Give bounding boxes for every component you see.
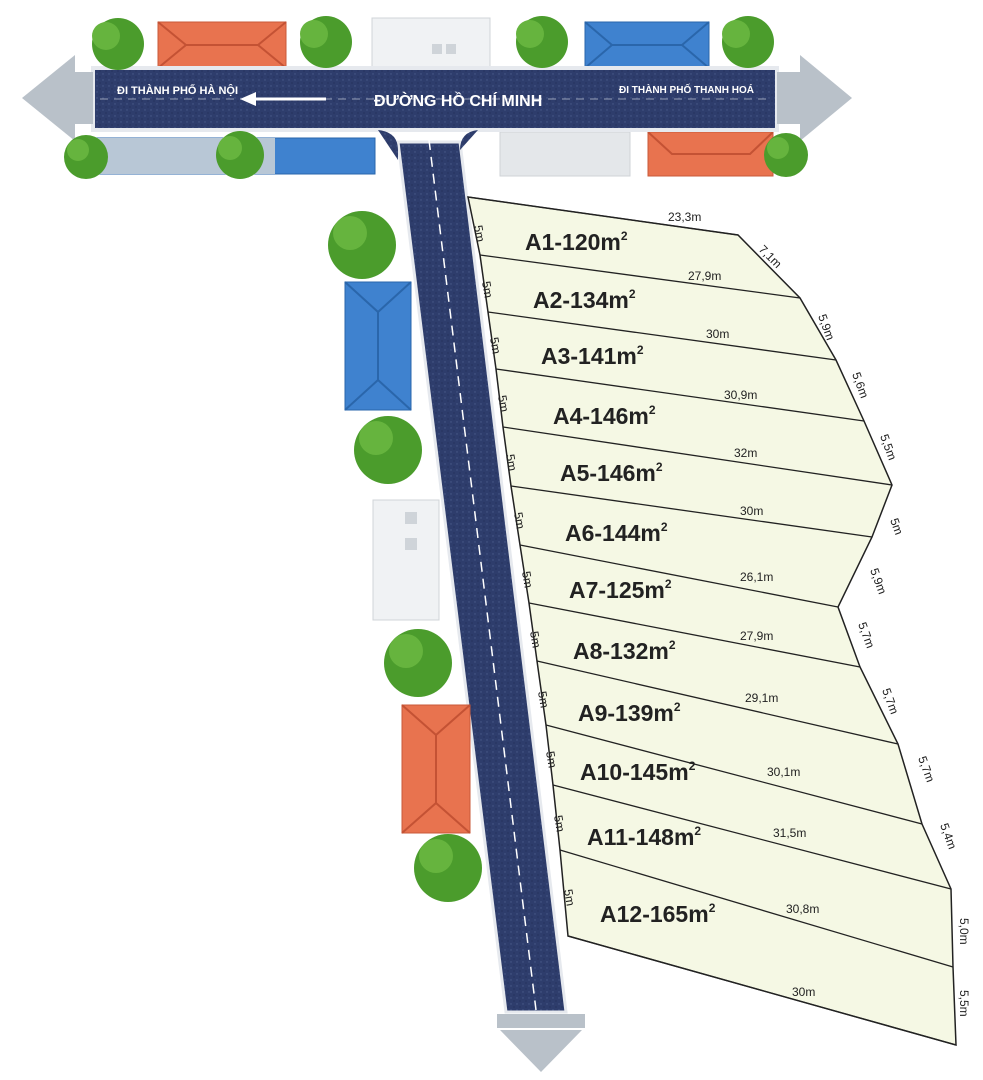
tree-icon [354,416,422,484]
lot-label-a12: A12-165m2 [600,901,716,927]
lot-bottom-edge: 30m [792,985,815,999]
lot-label-a9: A9-139m2 [578,700,681,726]
lot-front-a10: 5m [543,750,560,769]
lot-divider [502,426,893,486]
lot-front-a7: 5m [519,570,536,589]
lot-divider [559,849,954,968]
lot-depth-a1: 23,3m [668,210,701,224]
direction-arrow-icon [240,92,256,106]
lot-back-a12: 5,5m [957,990,971,1017]
lot-divider [467,196,739,236]
lot-divider [528,602,861,668]
lot-depth-a7: 26,1m [740,570,773,584]
tree-icon [722,16,774,68]
lot-divider [487,311,837,361]
buildings-side [344,281,471,834]
lot-label-a10: A10-145m2 [580,759,696,785]
arrow-down-icon [500,1030,582,1072]
tree-icon [216,131,264,179]
lot-front-a2: 5m [479,280,496,299]
lot-divider [479,254,801,299]
lot-label-a3: A3-141m2 [541,343,644,369]
tree-icon [764,133,808,177]
lot-depth-a8: 27,9m [740,629,773,643]
lot-divider [552,784,952,890]
lot-divider [510,485,873,538]
lot-front-a3: 5m [487,336,504,355]
lot-depth-a3: 30m [706,327,729,341]
lot-divider [567,935,957,1046]
tree-icon [300,16,352,68]
trees [64,16,808,902]
lot-front-a9: 5m [535,690,552,709]
lot-label-a8: A8-132m2 [573,638,676,664]
lot-back-a11: 5,0m [957,918,971,945]
lot-back-a6: 5,9m [867,566,889,596]
lot-label-a11: A11-148m2 [587,824,701,850]
arrow-left-icon [22,55,75,141]
lot-depth-a11: 31,5m [773,826,806,840]
lot-front-a4: 5m [495,394,512,413]
lot-divider [536,660,899,745]
lot-depth-a5: 32m [734,446,757,460]
lot-depth-a6: 30m [740,504,763,518]
lot-front-a1: 5m [471,224,488,243]
tree-icon [414,834,482,902]
arrow-right-icon [800,55,852,141]
lots: A1-120m223,3m7,1m5mA2-134m227,9m5,9m5mA3… [467,196,971,1047]
lot-depth-a2: 27,9m [688,269,721,283]
lot-back-a5: 5m [887,516,906,536]
tree-icon [328,211,396,279]
lot-back-a10: 5,4m [937,821,959,851]
lot-label-a5: A5-146m2 [560,460,663,486]
lot-label-a2: A2-134m2 [533,287,636,313]
lot-front-a6: 5m [511,511,528,530]
lot-depth-a9: 29,1m [745,691,778,705]
tree-icon [384,629,452,697]
lot-label-a6: A6-144m2 [565,520,668,546]
lot-front-a8: 5m [527,630,544,649]
lot-divider [545,724,923,825]
main-road: ĐI THÀNH PHỐ HÀ NỘI ĐƯỜNG HỒ CHÍ MINH ĐI… [22,55,852,141]
tree-icon [516,16,568,68]
lot-label-a7: A7-125m2 [569,577,672,603]
lot-back-a9: 5,7m [915,754,937,784]
road-label-right: ĐI THÀNH PHỐ THANH HOÁ [619,82,754,96]
lot-front-a5: 5m [503,453,520,472]
lot-depth-a10: 30,1m [767,765,800,779]
lot-depth-a4: 30,9m [724,388,757,402]
road-name: ĐƯỜNG HỒ CHÍ MINH [374,91,542,110]
lot-divider [495,368,865,422]
lot-label-a4: A4-146m2 [553,403,656,429]
lot-label-a1: A1-120m2 [525,229,628,255]
tree-icon [92,18,144,70]
lot-divider [519,544,839,608]
building-white-2 [499,131,631,177]
road-label-left: ĐI THÀNH PHỐ HÀ NỘI [117,83,238,97]
lot-front-a12: 5m [561,888,578,907]
lot-depth-a12: 30,8m [786,902,819,916]
lot-front-a11: 5m [551,814,568,833]
lot-back-a7: 5,7m [855,620,877,650]
building-white-1 [371,17,491,69]
tree-icon [64,135,108,179]
